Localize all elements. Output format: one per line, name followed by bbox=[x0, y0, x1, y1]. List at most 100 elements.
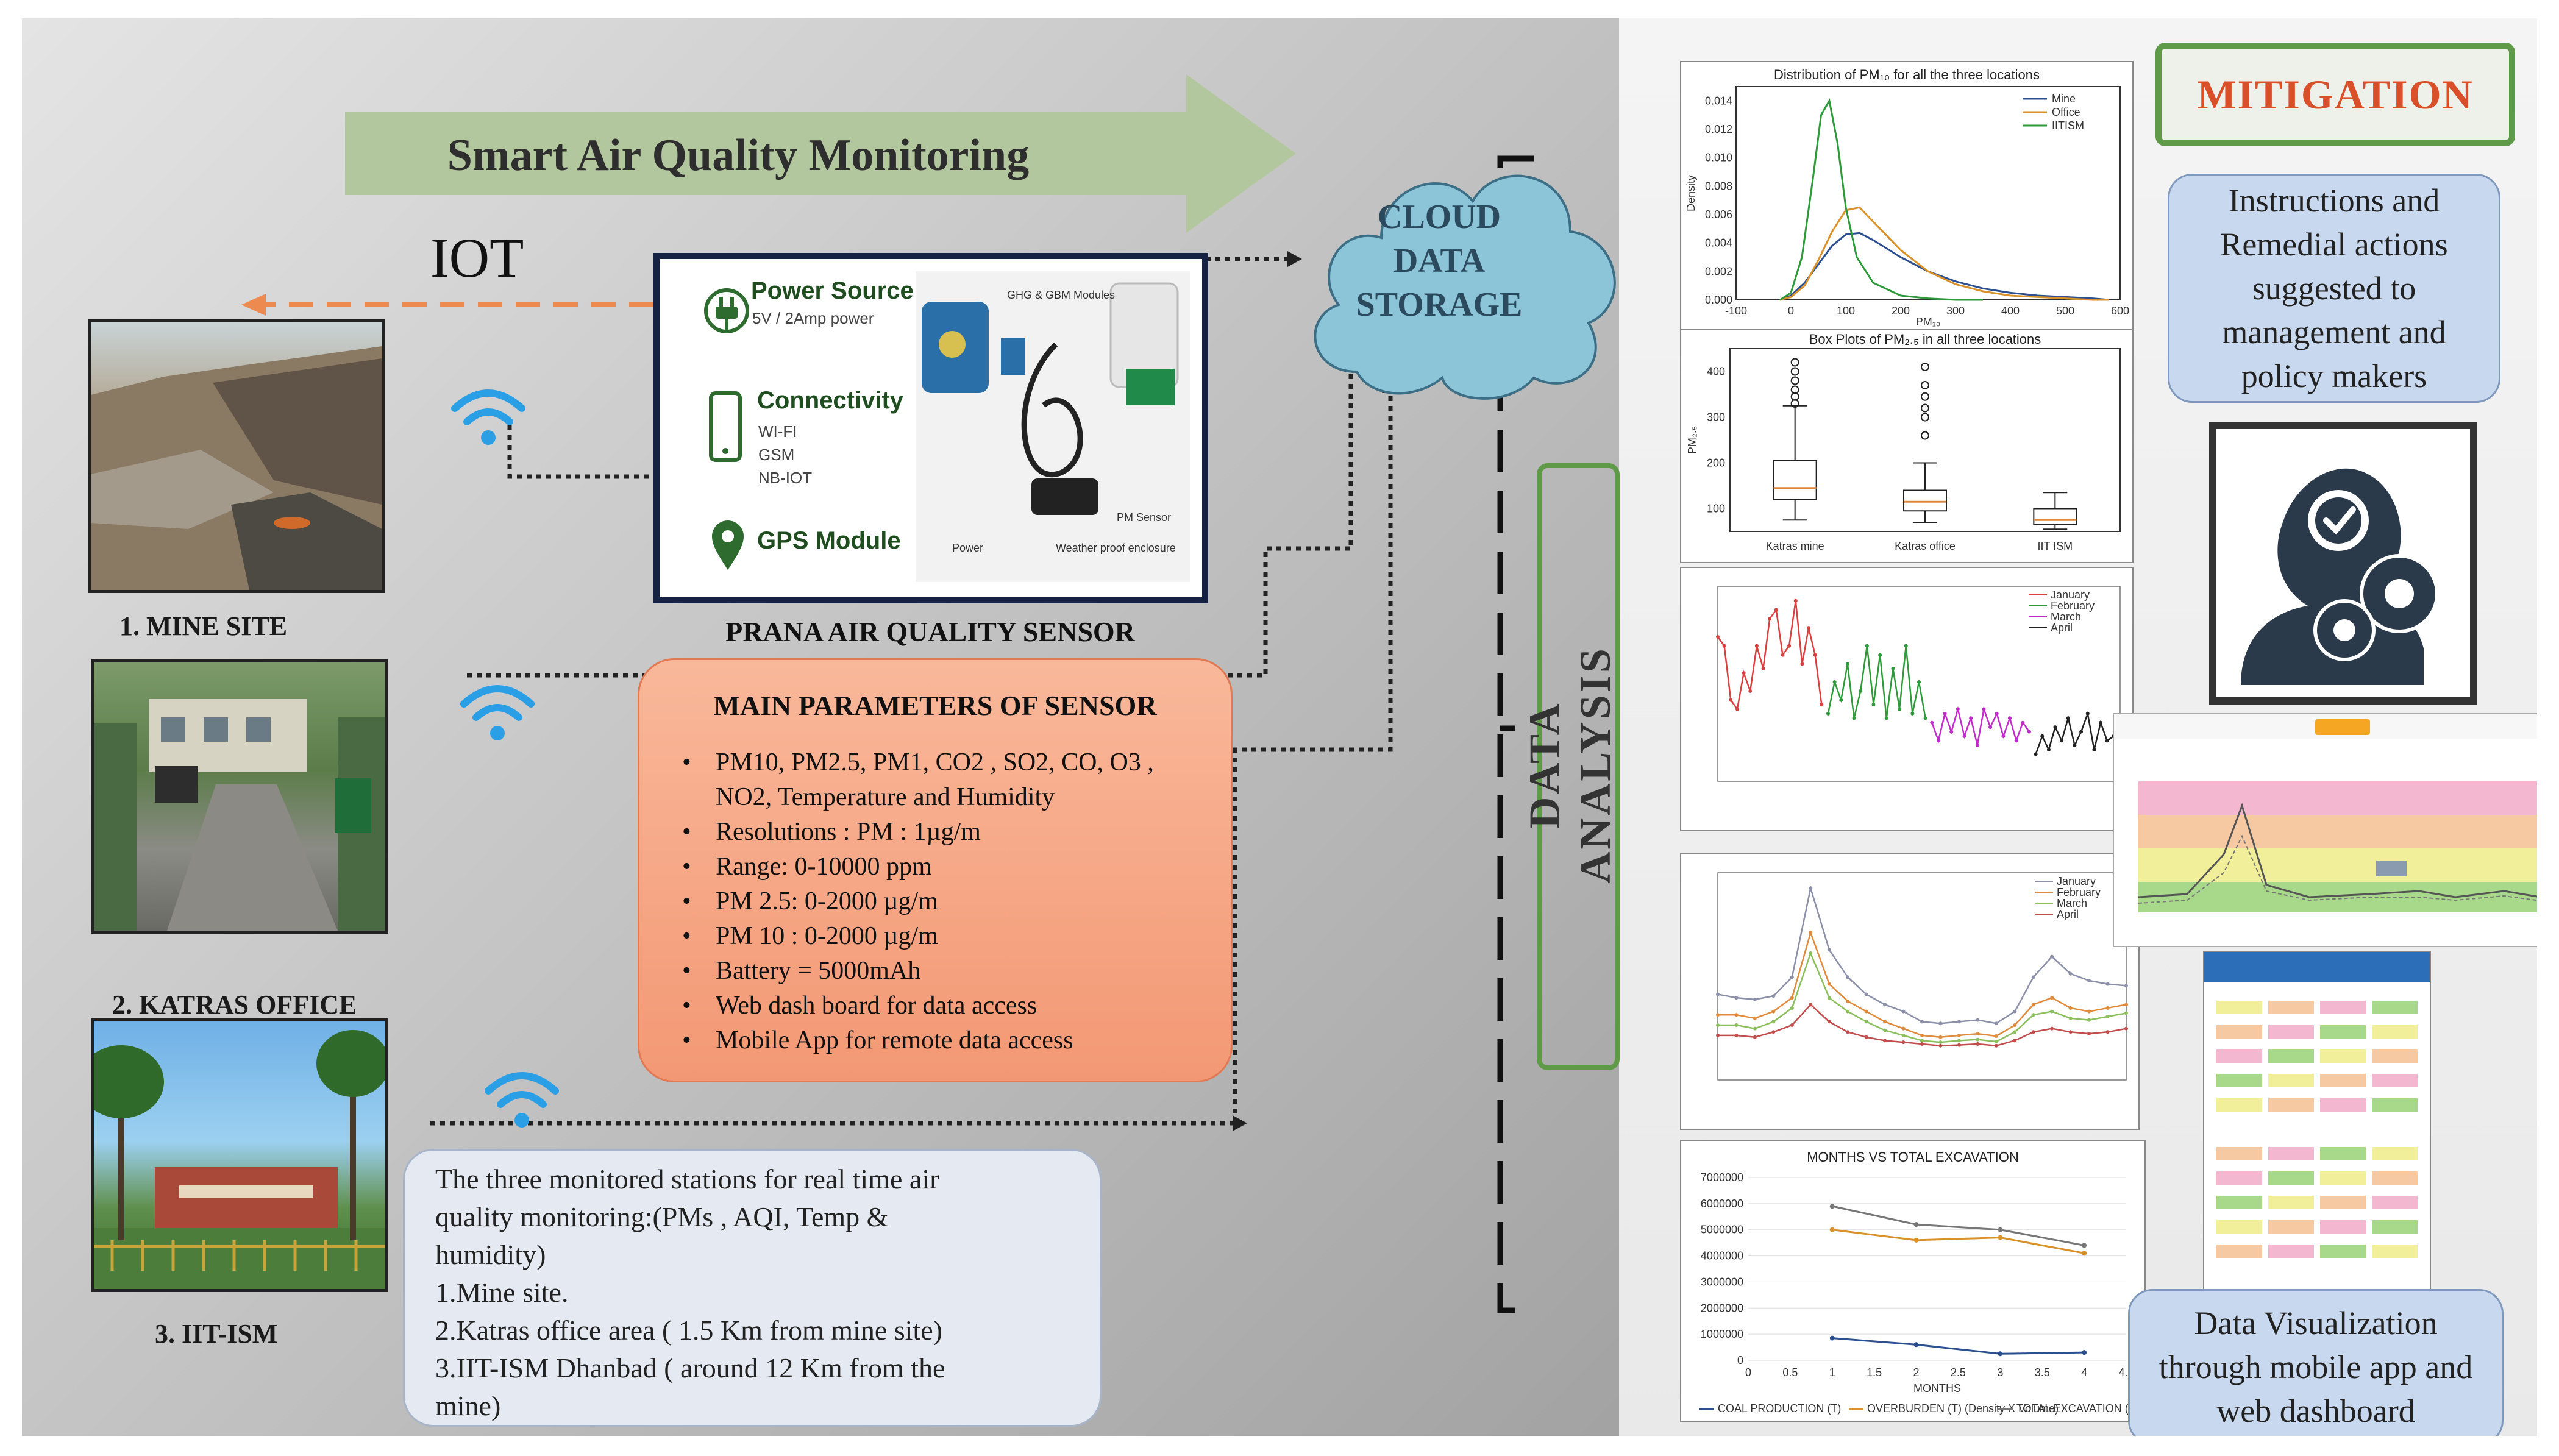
data-point bbox=[2050, 996, 2054, 1000]
data-point bbox=[1716, 1023, 1720, 1028]
data-point bbox=[2031, 1013, 2035, 1017]
parameter-item: PM10, PM2.5, PM1, CO2 , SO2, CO, O3 , NO… bbox=[682, 745, 1212, 815]
feature-title-power: Power Source bbox=[751, 277, 914, 304]
data-analysis-label: DATA ANALYSIS bbox=[1520, 646, 1620, 884]
plot-frame bbox=[1735, 86, 2121, 300]
instructions-line: policy makers bbox=[2241, 358, 2427, 394]
data-point bbox=[1754, 644, 1759, 648]
status-cell bbox=[2372, 1245, 2418, 1258]
x-tick-label: 600 bbox=[2111, 305, 2129, 317]
data-point bbox=[1920, 1042, 1924, 1046]
data-point bbox=[1846, 1030, 1850, 1034]
data-point bbox=[1982, 707, 1986, 711]
data-point bbox=[1913, 1342, 1919, 1348]
x-tick-label: 3.5 bbox=[2035, 1366, 2050, 1379]
katras-office-photo bbox=[91, 659, 388, 934]
y-axis-label: Density bbox=[1685, 175, 1697, 211]
mitigation-title: MITIGATION bbox=[2197, 71, 2474, 118]
status-cell bbox=[2216, 1147, 2262, 1160]
data-point bbox=[2001, 734, 2006, 738]
management-icon-panel bbox=[2209, 422, 2477, 705]
data-point bbox=[1716, 1033, 1720, 1037]
legend-label: February bbox=[2057, 886, 2101, 898]
checkmark-gear-person-icon bbox=[2241, 468, 2439, 685]
mobile-app-preview bbox=[2203, 951, 2431, 1294]
data-point bbox=[1864, 992, 1868, 996]
feature-sub-power: 5V / 2Amp power bbox=[752, 309, 874, 327]
status-cell bbox=[2268, 1074, 2314, 1087]
y-tick-label: 0.000 bbox=[1705, 294, 1732, 306]
series-line bbox=[2035, 711, 2121, 755]
y-tick-label: 0 bbox=[1737, 1354, 1743, 1366]
data-point bbox=[2040, 734, 2045, 738]
stations-line: humidity) bbox=[435, 1239, 546, 1270]
legend-label: February bbox=[2051, 600, 2095, 612]
x-tick-label: IIT ISM bbox=[2037, 540, 2073, 552]
data-point bbox=[1781, 653, 1785, 657]
data-point bbox=[1790, 1006, 1794, 1010]
y-tick-label: 3000000 bbox=[1701, 1276, 1743, 1288]
parameter-item: Resolutions : PM : 1µg/m bbox=[682, 815, 1212, 850]
status-cell bbox=[2216, 1001, 2262, 1014]
y-tick-label: 1000000 bbox=[1701, 1328, 1743, 1340]
y-tick-label: 5000000 bbox=[1701, 1224, 1743, 1236]
data-point bbox=[1884, 716, 1888, 720]
data-point bbox=[1761, 666, 1765, 670]
wifi-icon bbox=[460, 685, 535, 740]
x-tick-label: 0 bbox=[1788, 305, 1794, 317]
legend-label: Office bbox=[2052, 106, 2080, 118]
status-cell bbox=[2268, 1025, 2314, 1039]
site-label-iitism: 3. IIT-ISM bbox=[155, 1319, 278, 1349]
sensor-feature-panel: Power Source 5V / 2Amp power Connectivit… bbox=[653, 253, 1208, 603]
cloud-line: DATA bbox=[1393, 242, 1486, 280]
data-point bbox=[1938, 1043, 1943, 1048]
plot-frame bbox=[1717, 872, 2127, 1081]
data-point bbox=[1827, 1020, 1831, 1024]
status-cell bbox=[2372, 1220, 2418, 1234]
data-point bbox=[1807, 626, 1811, 630]
series-line bbox=[1931, 706, 2030, 746]
chart-title: Box Plots of PM₂.₅ in all three location… bbox=[1809, 332, 2041, 347]
data-point bbox=[1716, 634, 1720, 639]
data-analysis-frame bbox=[1537, 463, 1620, 1070]
x-tick-label: Katras mine bbox=[1766, 540, 1824, 552]
data-point bbox=[2073, 743, 2077, 747]
series-line bbox=[1779, 232, 2110, 301]
wifi-icon bbox=[451, 389, 525, 445]
legend-label: Mine bbox=[2052, 93, 2076, 105]
stations-line: 1.Mine site. bbox=[435, 1277, 569, 1308]
status-cell bbox=[2216, 1220, 2262, 1234]
status-cell bbox=[2268, 1001, 2314, 1014]
data-point bbox=[1917, 680, 1921, 684]
data-point bbox=[1790, 1023, 1794, 1028]
data-point bbox=[1734, 1023, 1739, 1028]
stations-line: 2.Katras office area ( 1.5 Km from mine … bbox=[435, 1315, 942, 1346]
data-point bbox=[2099, 720, 2103, 725]
data-point bbox=[1998, 1235, 2003, 1240]
data-point bbox=[1901, 1040, 1906, 1045]
parameter-item: Web dash board for data access bbox=[682, 989, 1212, 1023]
data-point bbox=[1988, 725, 1993, 730]
visualization-line: web dashboard bbox=[2216, 1393, 2415, 1429]
status-cell bbox=[2320, 1001, 2366, 1014]
outlier-point bbox=[1921, 392, 1929, 401]
data-point bbox=[2124, 1011, 2128, 1015]
legend-label: April bbox=[2057, 908, 2079, 920]
data-point bbox=[1787, 644, 1792, 648]
data-point bbox=[1898, 707, 1902, 711]
data-point bbox=[2087, 1032, 2091, 1036]
y-tick-label: 0.002 bbox=[1705, 265, 1732, 277]
visualization-line: through mobile app and bbox=[2159, 1349, 2473, 1385]
data-point bbox=[1901, 1033, 1906, 1037]
data-point bbox=[2082, 1350, 2087, 1355]
data-point bbox=[1846, 1009, 1850, 1014]
data-point bbox=[1771, 994, 1776, 998]
data-point bbox=[2105, 982, 2110, 986]
cloud-line: STORAGE bbox=[1356, 286, 1523, 324]
data-point bbox=[1809, 886, 1813, 890]
data-point bbox=[2034, 752, 2038, 756]
y-tick-label: 400 bbox=[1707, 366, 1725, 378]
data-point bbox=[1832, 680, 1837, 684]
x-tick-label: 1 bbox=[1829, 1366, 1835, 1379]
